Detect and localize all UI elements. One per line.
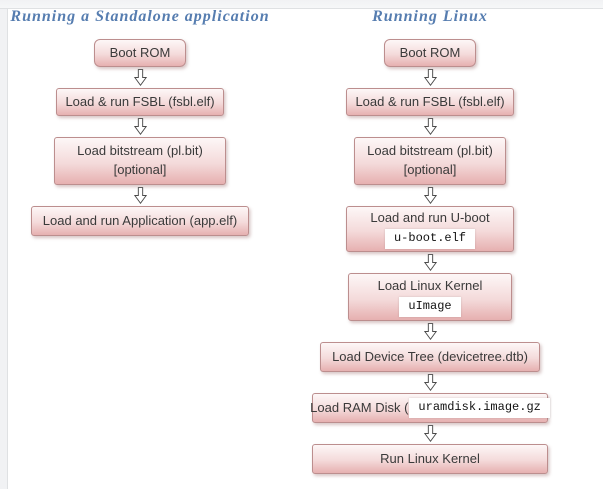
page-left-margin: [0, 0, 8, 489]
flow-step-label: Load Linux Kernel: [377, 278, 483, 294]
flow-step-uboot: Load and run U-boot u-boot.elf: [346, 206, 514, 252]
flow-step-ram-disk: Load RAM Disk ( uramdisk.image.gz: [310, 393, 550, 423]
flow-column-standalone: Running a Standalone application Boot RO…: [10, 8, 269, 236]
flow-step-boot-rom: Boot ROM: [384, 39, 476, 67]
flow-step-label: Boot ROM: [399, 44, 461, 60]
down-arrow-icon: [133, 187, 147, 204]
column-title-standalone: Running a Standalone application: [10, 8, 270, 25]
flow-step-label: Load & run FSBL (fsbl.elf): [65, 93, 215, 109]
down-arrow-icon: [423, 118, 437, 135]
down-arrow-icon: [423, 425, 437, 442]
flow-step-label: Load and run Application (app.elf): [42, 212, 238, 228]
flow-step-label: Load and run U-boot: [370, 210, 490, 226]
flow-step-bitstream: Load bitstream (pl.bit) [optional]: [54, 137, 226, 185]
flow-step-fsbl: Load & run FSBL (fsbl.elf): [346, 88, 514, 116]
down-arrow-icon: [423, 323, 437, 340]
down-arrow-icon: [423, 254, 437, 271]
flow-step-boot-rom: Boot ROM: [94, 39, 186, 67]
flow-step-label: Load & run FSBL (fsbl.elf): [355, 93, 505, 109]
flow-step-label: Load RAM Disk (: [310, 399, 409, 415]
filename-chip: u-boot.elf: [384, 229, 475, 249]
flow-step-label: Boot ROM: [109, 44, 171, 60]
down-arrow-icon: [133, 69, 147, 86]
down-arrow-icon: [423, 374, 437, 391]
flow-step-application: Load and run Application (app.elf): [31, 206, 249, 236]
flow-step-fsbl: Load & run FSBL (fsbl.elf): [56, 88, 224, 116]
flow-step-run-linux-kernel: Run Linux Kernel: [312, 444, 548, 474]
flow-step-label: Load bitstream (pl.bit): [77, 143, 203, 159]
flow-column-linux: Running Linux Boot ROM Load & run FSBL (…: [310, 8, 550, 474]
flow-step-label: Load bitstream (pl.bit): [367, 143, 493, 159]
flow-step-bitstream: Load bitstream (pl.bit) [optional]: [354, 137, 506, 185]
flow-step-sublabel: [optional]: [113, 162, 167, 177]
flow-step-label: Load Device Tree (devicetree.dtb): [332, 348, 528, 364]
filename-chip: uImage: [399, 297, 461, 317]
flow-step-sublabel: [optional]: [403, 162, 457, 177]
page-top-margin: [0, 0, 603, 9]
filename-chip: uramdisk.image.gz: [409, 398, 550, 418]
flow-step-linux-kernel: Load Linux Kernel uImage: [348, 273, 512, 321]
flow-step-label: Run Linux Kernel: [380, 450, 480, 466]
column-title-linux: Running Linux: [372, 8, 488, 25]
down-arrow-icon: [423, 69, 437, 86]
down-arrow-icon: [133, 118, 147, 135]
down-arrow-icon: [423, 187, 437, 204]
flow-step-device-tree: Load Device Tree (devicetree.dtb): [320, 342, 540, 372]
flow-step-row: Load RAM Disk ( uramdisk.image.gz: [310, 398, 550, 418]
